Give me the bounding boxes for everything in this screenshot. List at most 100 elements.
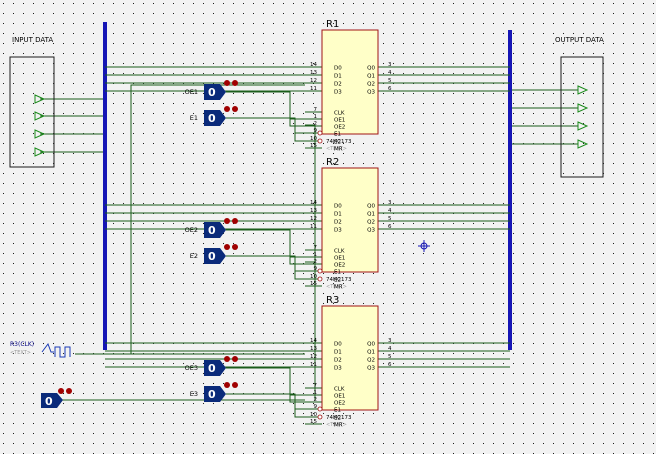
inversion-bubble-icon (317, 276, 323, 282)
pin-label: Q1 (367, 350, 375, 356)
chip-body[interactable] (321, 29, 379, 135)
pin-label: E1 (334, 270, 341, 276)
pin-label: OE2 (334, 125, 345, 131)
pin-number: 9 (314, 404, 318, 410)
clock-generator[interactable]: R3(CLK) <TEXT> (10, 341, 71, 358)
logic-probe-value: 0 (208, 388, 216, 401)
output-pin-0-icon[interactable] (577, 85, 589, 95)
pin-label: D0 (334, 342, 342, 348)
mr-logic-probe-value: 0 (45, 395, 53, 408)
mr-logic-probe-body[interactable] (41, 393, 63, 408)
pin-number: 6 (388, 86, 392, 92)
pin-label: OE1 (334, 118, 345, 124)
mr-led-a-icon (58, 388, 64, 394)
pin-label: Q0 (367, 66, 375, 72)
pin-number: 2 (314, 121, 318, 127)
pin-number: 5 (388, 354, 392, 360)
oe-wire (226, 91, 305, 127)
mr-wire (60, 124, 316, 401)
pin-label: D3 (334, 90, 342, 96)
e-wire (226, 393, 305, 418)
logic-state-e-r1[interactable]: 0E1 (190, 106, 238, 126)
pin-number: 13 (310, 208, 317, 214)
pin-label: OE1 (334, 256, 345, 262)
pin-number: 14 (310, 338, 317, 344)
output-data-block: OUTPUT DATA (555, 36, 604, 178)
output-pin-2-icon[interactable] (577, 121, 589, 131)
logic-state-label: OE2 (185, 226, 198, 234)
chip-part-number: 74HC173 (326, 139, 352, 145)
logic-probe-body[interactable] (204, 386, 226, 402)
pin-number: 13 (310, 70, 317, 76)
output-pin-1-icon[interactable] (577, 103, 589, 113)
pin-label: D3 (334, 228, 342, 234)
led-a-icon (224, 356, 230, 362)
pin-number: 15 (310, 419, 317, 425)
pin-number: 3 (388, 62, 392, 68)
logic-probe-body[interactable] (204, 248, 226, 264)
mr-logic-state[interactable]: 0 (41, 388, 72, 408)
pin-label: MR (334, 147, 343, 153)
logic-probe-value: 0 (208, 224, 216, 237)
register-chips: 14131211712910153456R174HC173<TEXT>D0D1D… (105, 19, 510, 429)
cursor-crosshair-icon (418, 240, 430, 252)
pin-number: 15 (310, 143, 317, 149)
logic-state-e-r3[interactable]: 0 E3 (190, 382, 238, 402)
input-pin-3-icon[interactable] (34, 147, 46, 157)
logic-probe-value: 0 (208, 362, 216, 375)
pin-label: Q3 (367, 366, 375, 372)
pin-label: E1 (334, 408, 341, 414)
pin-label: Q2 (367, 82, 375, 88)
pin-label: E2 (334, 140, 341, 146)
led-b-icon (232, 218, 238, 224)
input-data-frame (9, 56, 55, 168)
clock-input-icon (41, 342, 54, 353)
pin-number: 15 (310, 281, 317, 287)
logic-state-e-r2[interactable]: 0E2 (190, 244, 238, 264)
pin-number: 10 (310, 412, 317, 418)
chip-designator: R1 (326, 19, 339, 30)
chip-designator: R3 (326, 295, 339, 306)
logic-probe-body[interactable] (204, 360, 226, 376)
pin-label: D0 (334, 204, 342, 210)
pin-label: D2 (334, 220, 342, 226)
e-wire (226, 255, 305, 280)
logic-state-label: E3 (190, 390, 198, 398)
chip-part-number: 74HC173 (326, 277, 352, 283)
chip-part-number: 74HC173 (326, 415, 352, 421)
pin-label: D2 (334, 358, 342, 364)
pin-label: MR (334, 423, 343, 429)
pin-label: E1 (334, 132, 341, 138)
pin-label: D1 (334, 212, 342, 218)
led-b-icon (232, 106, 238, 112)
input-pin-0-icon[interactable] (34, 94, 46, 104)
pin-label: E2 (334, 416, 341, 422)
chip-body[interactable] (321, 167, 379, 273)
pin-number: 3 (388, 338, 392, 344)
logic-probe-body[interactable] (204, 110, 226, 126)
output-pin-3-icon[interactable] (577, 139, 589, 149)
pin-label: CLK (334, 249, 345, 255)
chip-r1[interactable]: 14131211712910153456R174HC173<TEXT>D0D1D… (105, 19, 510, 153)
pin-label: Q0 (367, 342, 375, 348)
pin-number: 2 (314, 259, 318, 265)
pin-label: Q1 (367, 212, 375, 218)
led-a-icon (224, 80, 230, 86)
chip-body[interactable] (321, 305, 379, 411)
pin-number: 14 (310, 200, 317, 206)
chip-r2[interactable]: 14131211712910153456R274HC173<TEXT>D0D1D… (105, 157, 510, 291)
logic-state-oe-r2[interactable]: 0 OE2 (185, 218, 238, 238)
logic-probe-body[interactable] (204, 84, 226, 100)
pin-label: MR (334, 285, 343, 291)
input-pin-1-icon[interactable] (34, 111, 46, 121)
chip-r3[interactable]: 14131211712910153456R374HC173<TEXT>D0D1D… (105, 295, 510, 429)
pin-number: 7 (314, 383, 318, 389)
pin-number: 9 (314, 266, 318, 272)
logic-probe-body[interactable] (204, 222, 226, 238)
input-pin-2-icon[interactable] (34, 129, 46, 139)
pin-number: 13 (310, 346, 317, 352)
pin-number: 11 (310, 86, 317, 92)
